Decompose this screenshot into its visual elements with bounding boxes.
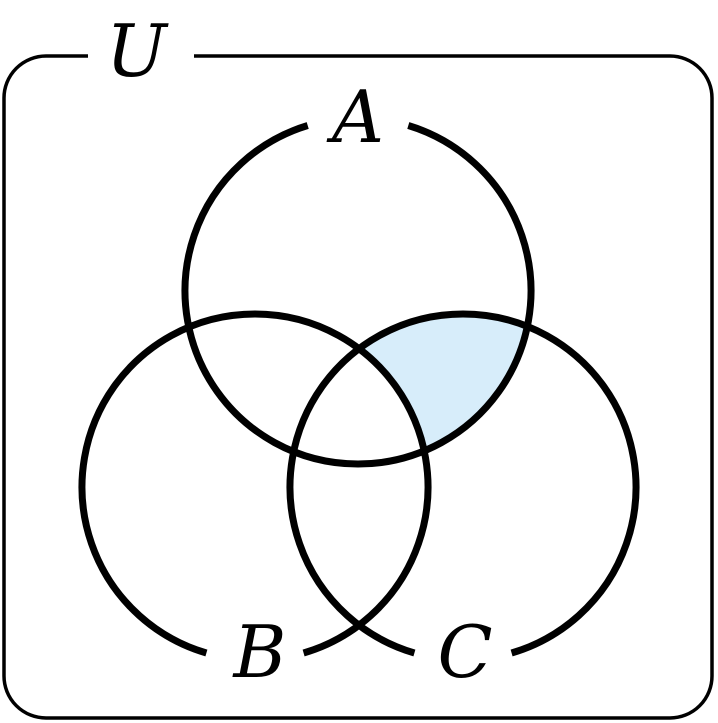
set-a-label: A	[326, 75, 384, 159]
set-c-label: C	[437, 610, 492, 694]
shaded-fill	[290, 314, 531, 464]
universe-label-gap	[88, 40, 194, 72]
circle-a	[181, 122, 535, 468]
circle-c	[286, 310, 640, 657]
universe-label: U	[106, 9, 169, 93]
circle-b	[78, 310, 432, 657]
set-b-label: B	[232, 610, 287, 694]
shaded-region	[290, 314, 531, 464]
universe-frame	[2, 54, 714, 720]
